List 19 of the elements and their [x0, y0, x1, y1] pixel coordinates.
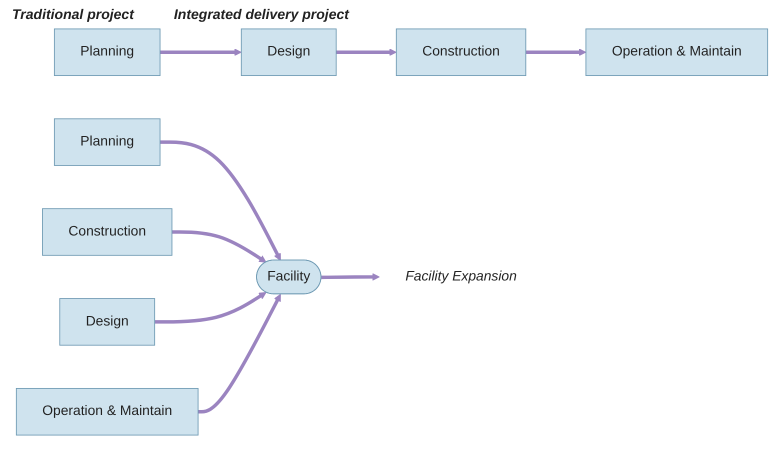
node-box: Design: [240, 28, 337, 76]
node-box: Construction: [42, 208, 172, 256]
section-heading: Traditional project: [12, 6, 134, 22]
arrow: [198, 294, 281, 414]
node-box: Construction: [396, 28, 526, 76]
arrow: [172, 230, 266, 263]
arrow: [160, 140, 281, 261]
arrow: [526, 48, 586, 56]
arrow: [336, 48, 397, 56]
arrow: [321, 273, 380, 281]
node-box: Operation & Maintain: [16, 388, 199, 436]
node-box: Design: [59, 298, 156, 346]
arrow: [160, 48, 242, 56]
arrow: [154, 292, 266, 324]
node-box: Operation & Maintain: [585, 28, 768, 76]
node-box: Planning: [54, 118, 160, 166]
node-box: Planning: [54, 28, 160, 76]
node-text: Facility Expansion: [405, 269, 517, 284]
section-heading: Integrated delivery project: [174, 6, 349, 22]
